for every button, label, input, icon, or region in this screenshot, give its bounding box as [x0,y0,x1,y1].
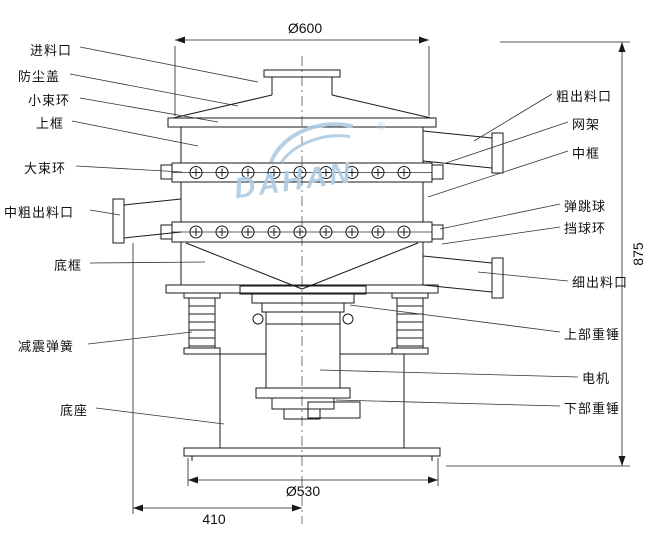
part-damping-spring-left [183,292,221,355]
dimension-lines [132,36,630,514]
label-mid-coarse-outlet: 中粗出料口 [4,205,75,220]
dimension-top-diameter: Ø600 [287,20,323,36]
label-fine-outlet: 细出料口 [572,275,629,290]
part-dust-cover [172,94,432,119]
label-upper-weight: 上部重锤 [564,327,621,342]
dimension-total-height: 875 [630,242,646,266]
label-base: 底座 [60,403,89,418]
part-lower-weight [255,387,361,420]
watermark-logo-icon [269,122,354,164]
part-base [183,353,441,461]
watermark: ® DAHAN [224,105,406,228]
label-feed-inlet: 进料口 [30,43,73,58]
part-upper-weight [239,285,367,325]
part-bottom-frame [165,242,439,294]
leader-lines [69,46,579,425]
part-ball-stop-ring [160,221,444,243]
part-middle-frame [180,182,424,222]
part-feed-inlet [263,69,341,95]
part-fine-outlet [422,255,504,299]
part-upper-frame [180,127,424,163]
label-motor: 电机 [582,371,611,386]
label-middle-frame: 中框 [572,146,601,161]
label-coarse-outlet: 粗出料口 [556,89,613,104]
dimension-base-diameter: Ø530 [285,483,321,499]
part-mid-coarse-outlet [112,198,182,244]
label-ball-stop-ring: 挡球环 [564,221,607,236]
part-damping-spring-right [391,292,429,355]
label-large-clamp-ring: 大束环 [24,161,67,176]
label-bouncing-ball: 弹跳球 [564,199,607,214]
label-dust-cover: 防尘盖 [18,69,61,84]
part-small-clamp-ring [167,117,437,128]
label-bottom-frame: 底框 [54,258,83,273]
watermark-registered: ® [376,119,387,133]
dimension-left-offset: 410 [202,511,226,527]
bolt-row-upper [189,166,411,179]
label-lower-weight: 下部重锤 [564,401,621,416]
part-large-clamp-ring [160,162,444,183]
label-small-clamp-ring: 小束环 [28,93,71,108]
part-motor [265,311,341,389]
part-coarse-outlet [422,130,504,174]
label-upper-frame: 上框 [36,116,65,131]
label-damping-spring: 减震弹簧 [18,339,75,354]
bolt-row-lower [189,225,411,239]
label-mesh-frame: 网架 [572,117,601,132]
watermark-brand: DAHAN [232,156,356,206]
